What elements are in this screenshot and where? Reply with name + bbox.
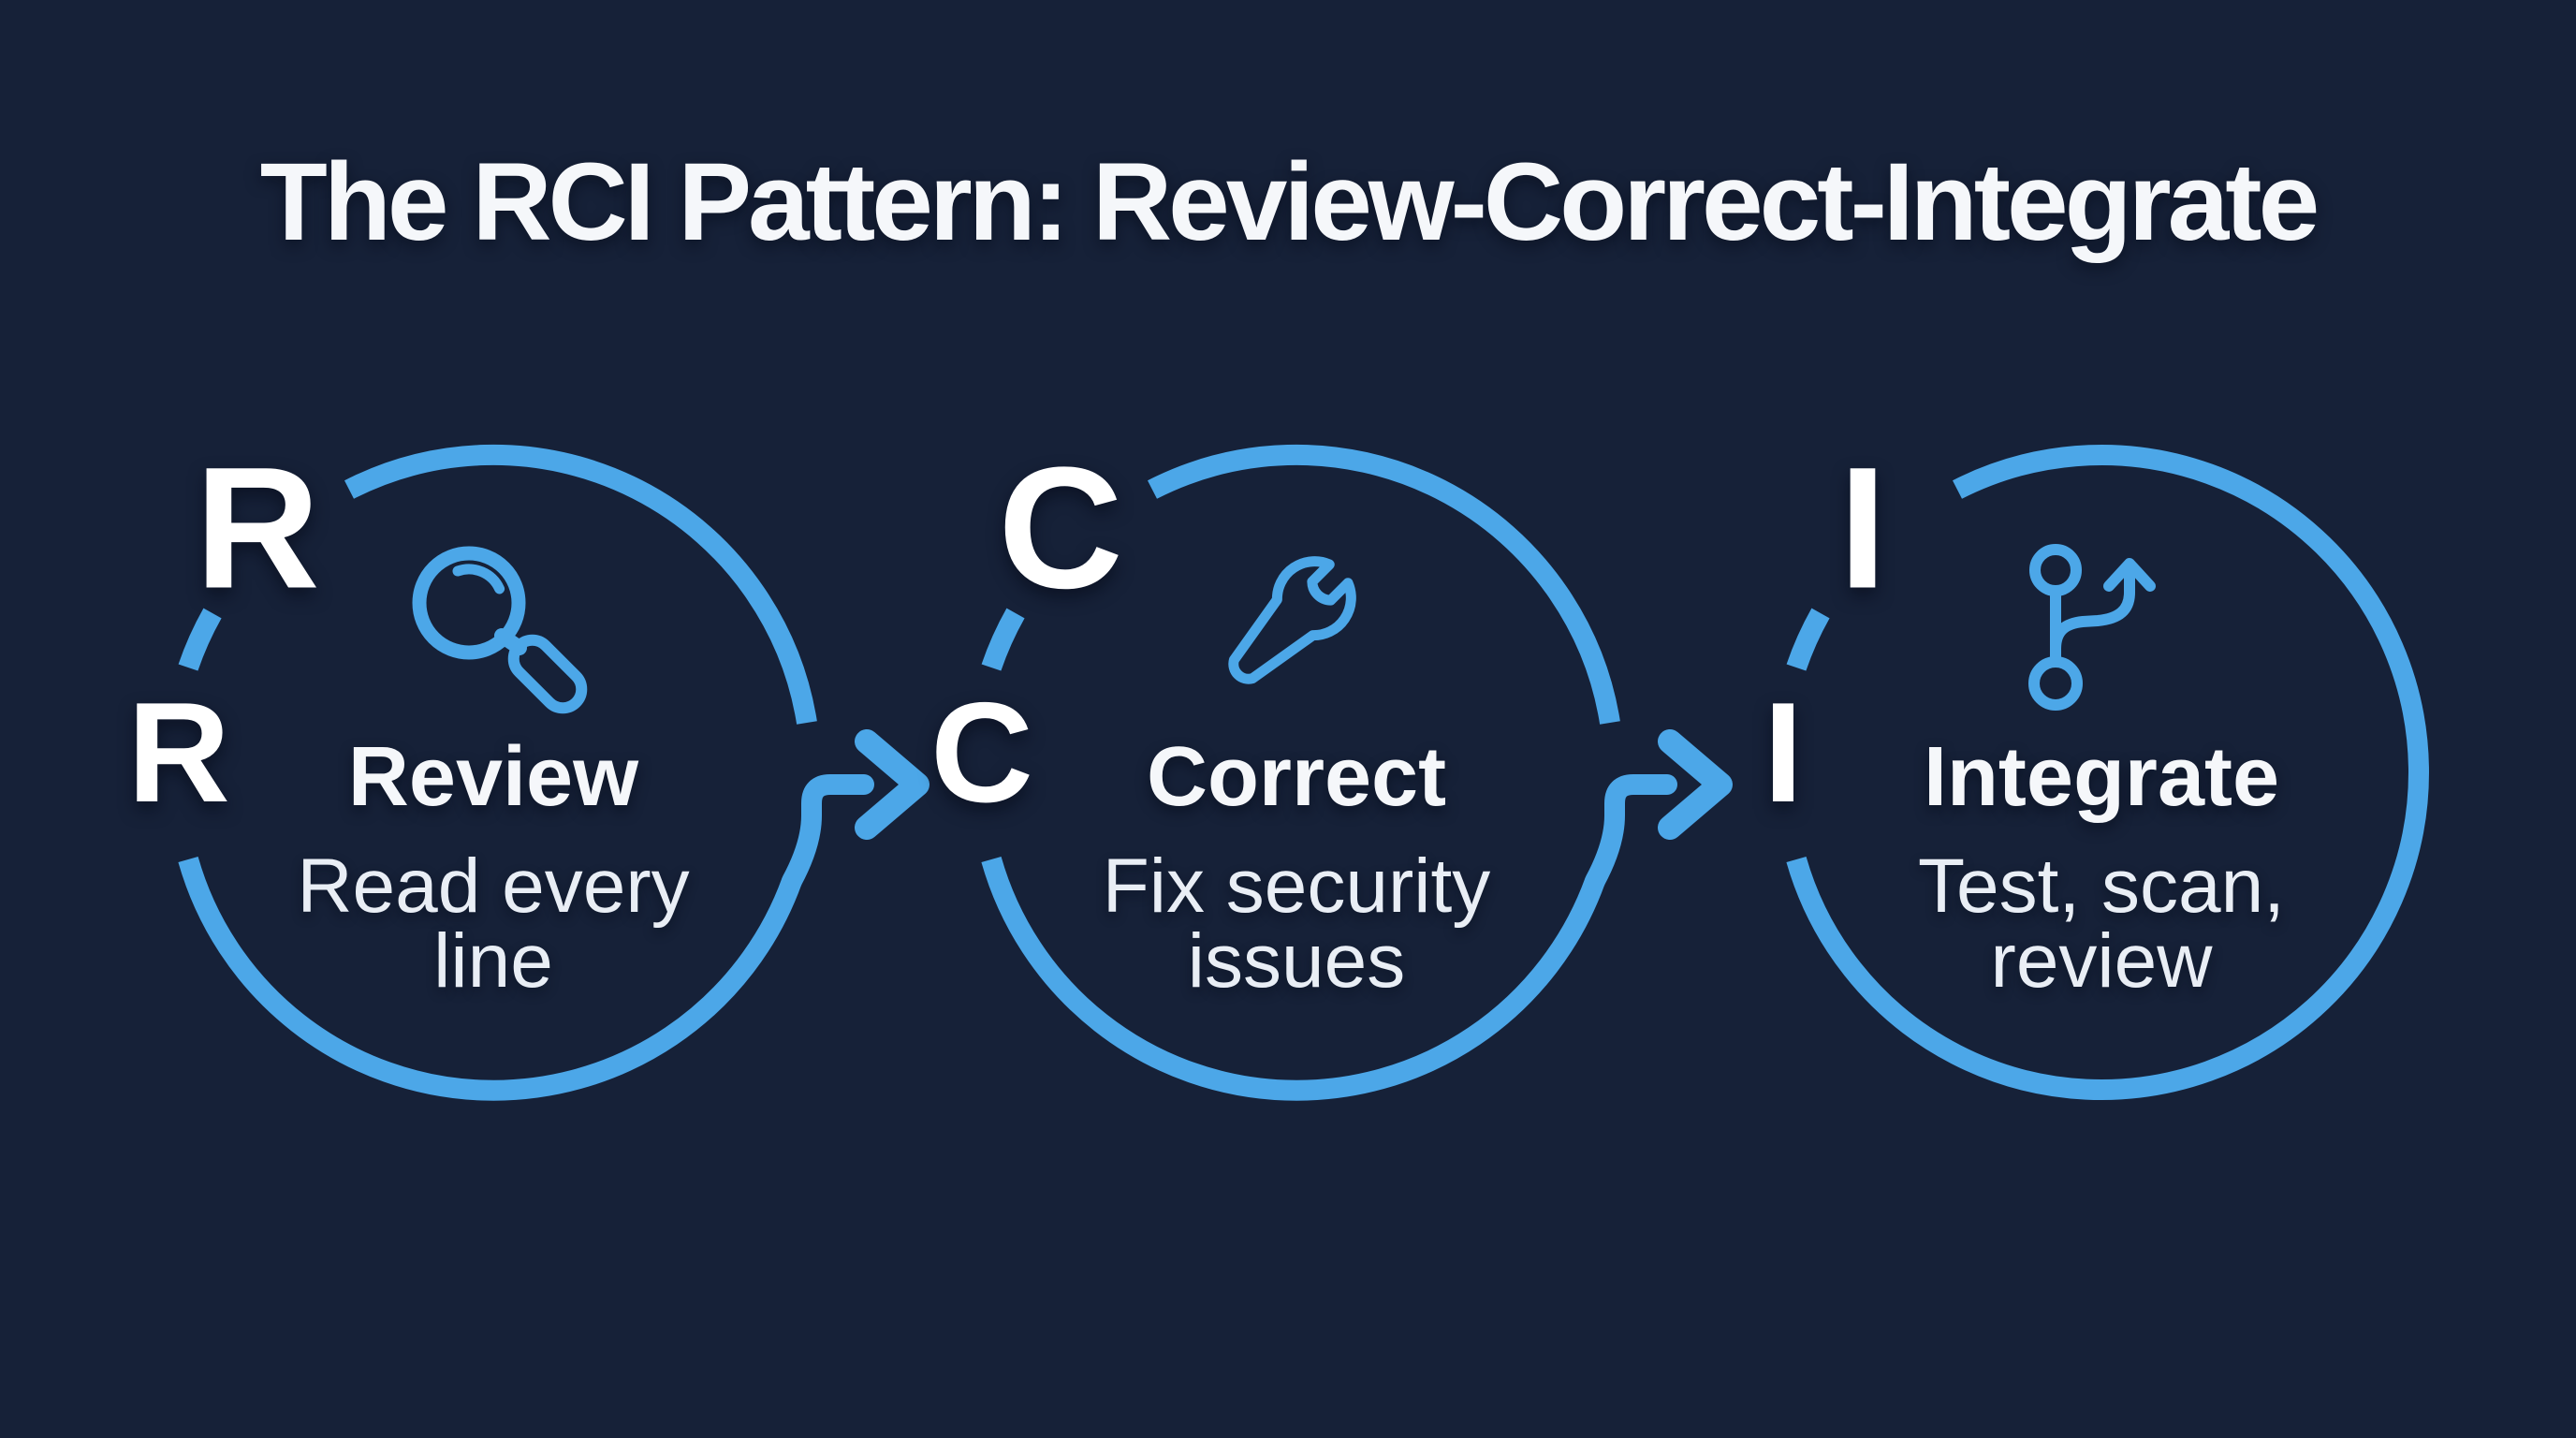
integrate-desc-line1: Test, scan, (1918, 844, 2285, 929)
correct-label: Correct (1146, 730, 1447, 824)
integrate-letter-mid: I (1763, 673, 1804, 832)
arrow-right-icon (1595, 741, 1720, 881)
git-branch-icon (2028, 544, 2156, 711)
review-label: Review (347, 730, 639, 824)
page-title: The RCI Pattern: Review-Correct-Integrat… (259, 140, 2320, 264)
review-letter-mid: R (127, 673, 230, 832)
correct-desc-line1: Fix security (1102, 844, 1491, 929)
correct-letter-top: C (998, 432, 1123, 625)
wrench-icon (1228, 556, 1356, 684)
integrate-desc-line2: review (1990, 918, 2213, 1004)
review-letter-top: R (195, 432, 320, 625)
arrow-right-icon (792, 741, 917, 881)
correct-letter-mid: C (930, 673, 1033, 832)
correct-desc-line2: issues (1187, 918, 1406, 1004)
integrate-circle (1786, 445, 2429, 1100)
magnifier-icon (412, 546, 588, 714)
integrate-label: Integrate (1923, 730, 2280, 824)
integrate-letter-top: I (1838, 432, 1887, 625)
review-circle (188, 455, 917, 1091)
review-desc-line2: line (433, 918, 553, 1004)
correct-circle (991, 455, 1720, 1091)
review-desc-line1: Read every (297, 844, 690, 929)
